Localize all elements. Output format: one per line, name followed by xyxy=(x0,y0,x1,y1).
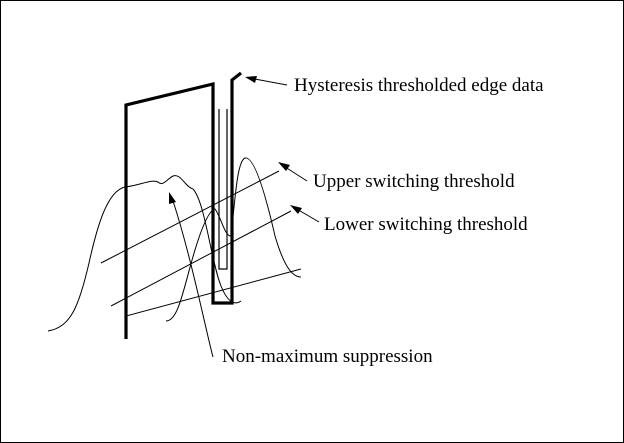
nms-arrow-line xyxy=(172,200,214,358)
lower-arrow-head xyxy=(290,205,302,214)
front-profile-curve xyxy=(47,175,242,332)
lower-threshold-line xyxy=(110,210,292,307)
upper-threshold-line xyxy=(100,170,280,264)
lower-threshold-label: Lower switching threshold xyxy=(324,214,528,235)
hysteresis-inner-notch xyxy=(218,109,228,270)
upper-threshold-label: Upper switching threshold xyxy=(313,171,515,192)
hysteresis-arrow-head xyxy=(245,76,257,83)
nms-arrow-head xyxy=(169,192,176,204)
hysteresis-edge-outline xyxy=(124,71,242,339)
hysteresis-label: Hysteresis thresholded edge data xyxy=(294,75,544,96)
nms-label: Non-maximum suppression xyxy=(222,346,433,367)
upper-arrow-head xyxy=(278,162,290,171)
